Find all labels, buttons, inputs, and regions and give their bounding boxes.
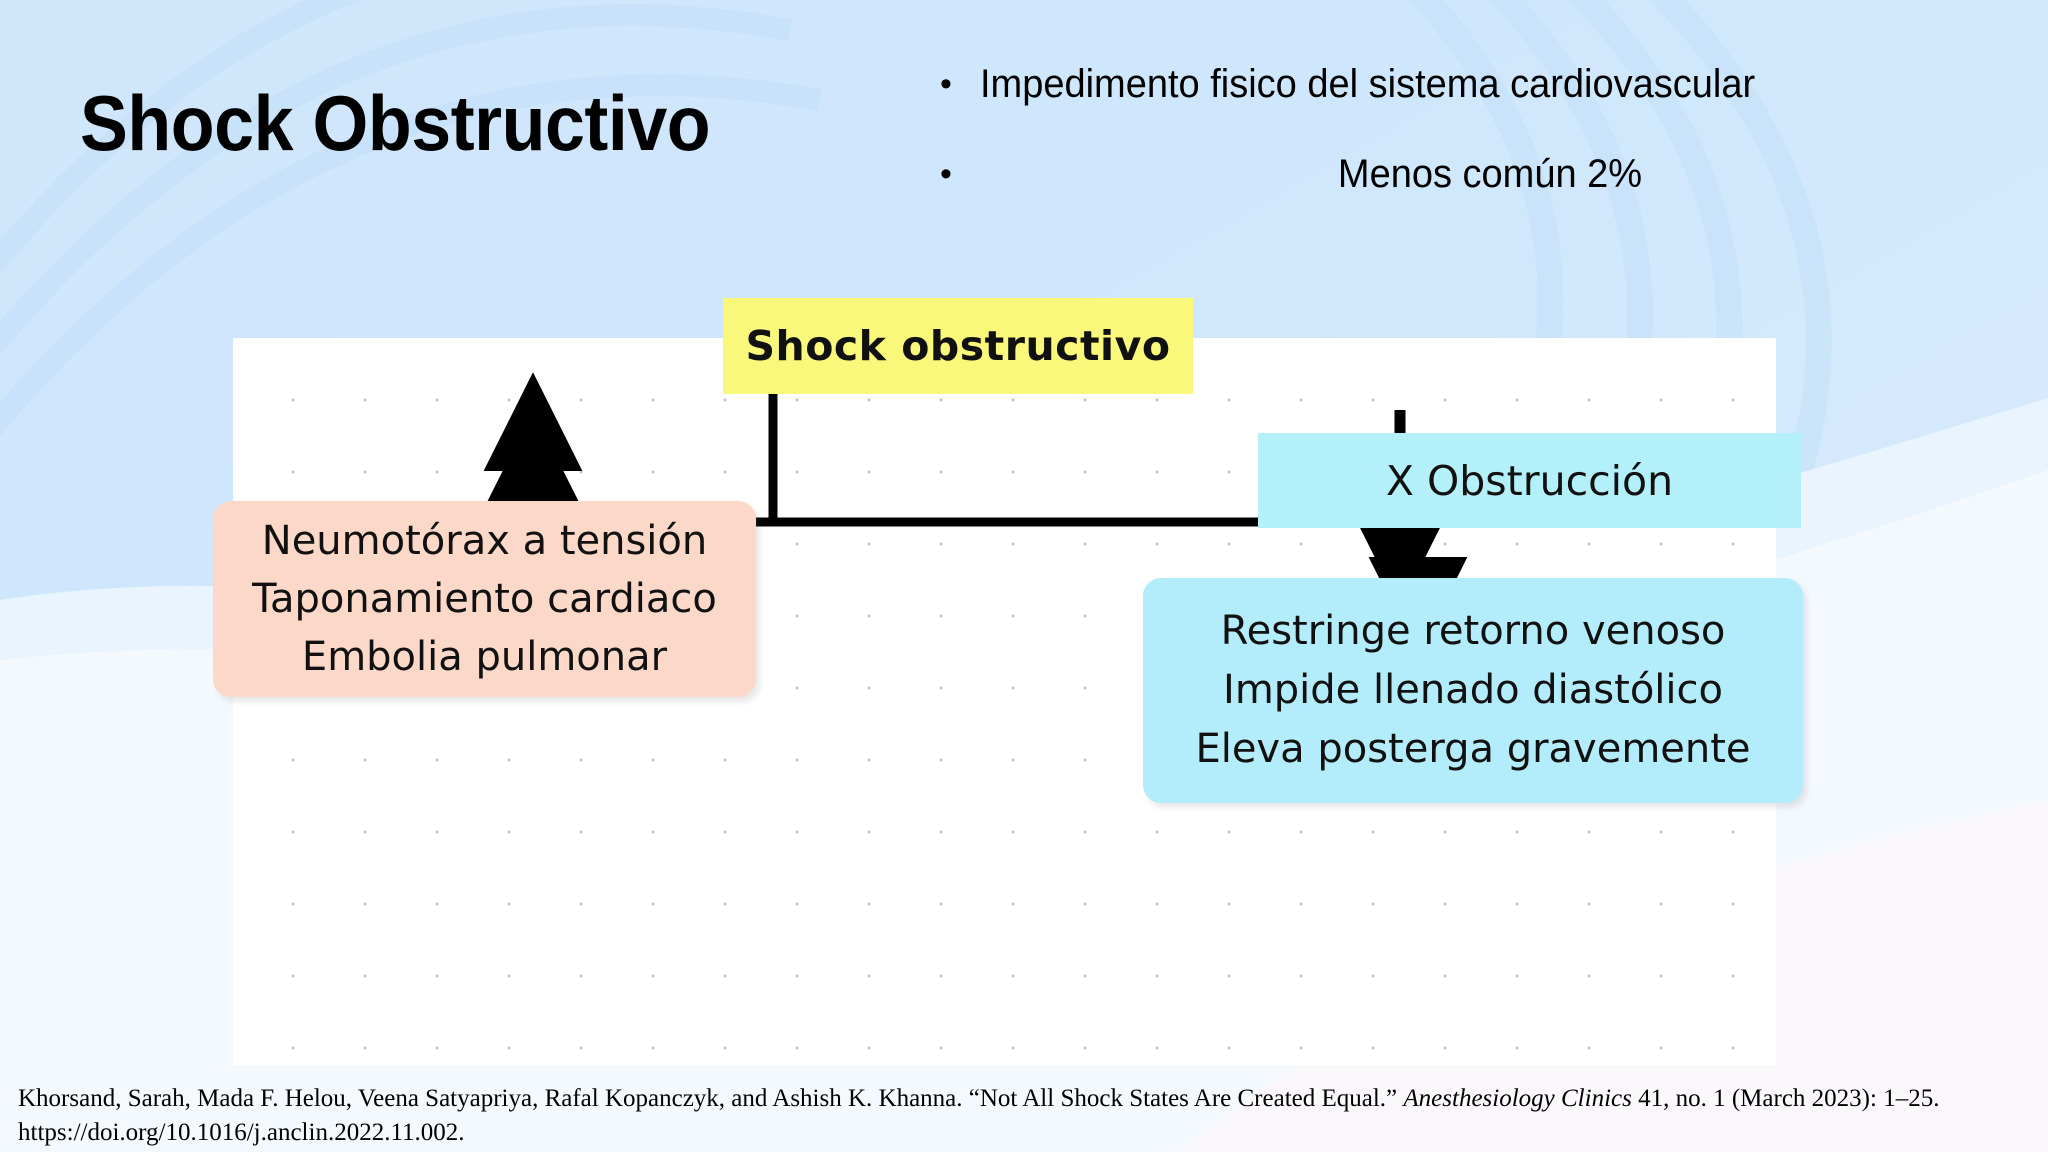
diagram-node-causes: Neumotórax a tensión Taponamiento cardia… (213, 501, 756, 697)
node-label-line: Taponamiento cardiaco (252, 576, 717, 622)
node-label: X Obstrucción (1385, 456, 1674, 505)
citation-journal: Anesthesiology Clinics (1403, 1085, 1632, 1112)
bullet-text: Menos común 2% (1337, 152, 1643, 196)
node-label-line: Eleva posterga gravemente (1195, 725, 1751, 772)
list-item: • Menos común 2% (940, 148, 2000, 200)
diagram-node-obstruction: X Obstrucción (1258, 433, 1801, 528)
citation-part-2: 41, no. 1 (March 2023): 1–25. https://do… (18, 1085, 1940, 1146)
bullet-list: • Impedimento fisico del sistema cardiov… (940, 58, 2000, 238)
node-label-line: Embolia pulmonar (301, 634, 668, 680)
node-label-line: Impide llenado diastólico (1223, 667, 1723, 714)
bullet-dot-icon: • (940, 65, 952, 103)
bullet-dot-icon: • (940, 155, 952, 193)
bullet-text: Impedimento fisico del sistema cardiovas… (980, 62, 1756, 106)
node-label: Shock obstructivo (745, 322, 1171, 370)
list-item: • Impedimento fisico del sistema cardiov… (940, 58, 2000, 110)
citation-footer: Khorsand, Sarah, Mada F. Helou, Veena Sa… (18, 1082, 2028, 1149)
page-title: Shock Obstructivo (80, 79, 711, 167)
node-label-line: Neumotórax a tensión (261, 518, 708, 564)
citation-part-1: Khorsand, Sarah, Mada F. Helou, Veena Sa… (18, 1085, 1404, 1112)
diagram-node-effects: Restringe retorno venoso Impide llenado … (1143, 578, 1803, 803)
diagram-canvas: Shock obstructivo Neumotórax a tensión T… (213, 298, 1803, 1065)
node-label-line: Restringe retorno venoso (1220, 608, 1726, 655)
diagram-node-root: Shock obstructivo (723, 298, 1193, 394)
